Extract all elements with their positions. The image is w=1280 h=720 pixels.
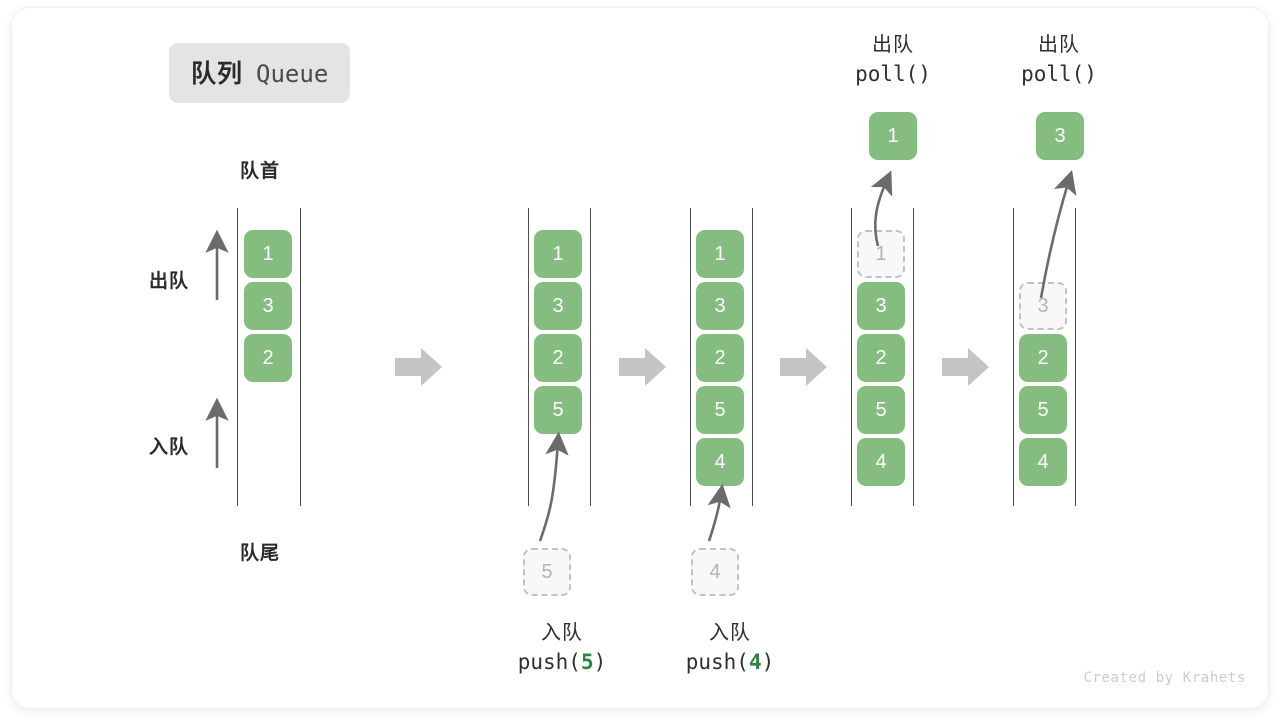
diagram-card: 队列 Queue 队首 队尾 出队 入队 1 3 2 1 3 2 5 5 入队 (12, 8, 1268, 708)
queue-item: 5 (1019, 386, 1067, 434)
push-5-arrow (538, 431, 569, 542)
flow-arrow-icon (942, 348, 989, 386)
queue-item: 2 (1019, 334, 1067, 382)
title-en: Queue (256, 60, 329, 88)
diagram-stage: 队列 Queue 队首 队尾 出队 入队 1 3 2 1 3 2 5 5 入队 (12, 8, 1268, 708)
operation-label-poll-3: 出队 poll() (974, 32, 1144, 89)
incoming-item-ghost: 5 (523, 548, 571, 596)
operation-label-push-4: 入队 push(4) (645, 620, 815, 677)
queue-item: 2 (857, 334, 905, 382)
poll-1-arrow (870, 170, 893, 247)
incoming-item-ghost: 4 (691, 548, 739, 596)
operation-code: push(5) (517, 649, 607, 674)
rail-left (690, 208, 691, 506)
rail-left (528, 208, 529, 506)
outgoing-item-ghost: 1 (857, 230, 905, 278)
popped-item: 3 (1036, 112, 1084, 160)
rail-left (1013, 208, 1014, 506)
push-4-arrow (707, 483, 731, 542)
queue-rear-label: 队尾 (239, 543, 280, 564)
poll-3-arrow (1039, 170, 1077, 299)
queue-item: 5 (696, 386, 744, 434)
rail-right (752, 208, 753, 506)
queue-item: 4 (857, 438, 905, 486)
queue-front-label: 队首 (239, 161, 280, 182)
rail-left (851, 208, 852, 506)
queue-item-new: 4 (696, 438, 744, 486)
queue-item: 2 (534, 334, 582, 382)
queue-item: 5 (857, 386, 905, 434)
arrow-overlay (205, 170, 1077, 542)
rail-right (590, 208, 591, 506)
queue-item: 3 (244, 282, 292, 330)
flow-arrow-icon (619, 348, 666, 386)
queue-item: 2 (696, 334, 744, 382)
rail-right (913, 208, 914, 506)
queue-item-new: 5 (534, 386, 582, 434)
popped-item: 1 (869, 112, 917, 160)
operation-code: push(4) (685, 649, 775, 674)
dequeue-direction-label: 出队 (149, 271, 190, 292)
queue-item: 4 (1019, 438, 1067, 486)
flow-arrow-icon (395, 348, 442, 386)
credit-text: Created by Krahets (1083, 670, 1246, 686)
queue-item: 1 (696, 230, 744, 278)
queue-item: 1 (534, 230, 582, 278)
queue-item: 2 (244, 334, 292, 382)
title-cn: 队列 (191, 60, 244, 88)
operation-code: poll() (855, 61, 931, 86)
rail-right (300, 208, 301, 506)
operation-label-push-5: 入队 push(5) (477, 620, 647, 677)
queue-item: 3 (534, 282, 582, 330)
rail-right (1075, 208, 1076, 506)
rail-left (237, 208, 238, 506)
title-badge: 队列 Queue (169, 43, 351, 103)
operation-code: poll() (1021, 61, 1097, 86)
queue-item: 3 (696, 282, 744, 330)
enqueue-direction-label: 入队 (149, 437, 190, 458)
flow-arrow-icon (780, 348, 827, 386)
queue-item: 1 (244, 230, 292, 278)
queue-item: 3 (857, 282, 905, 330)
operation-label-poll-1: 出队 poll() (808, 32, 978, 89)
